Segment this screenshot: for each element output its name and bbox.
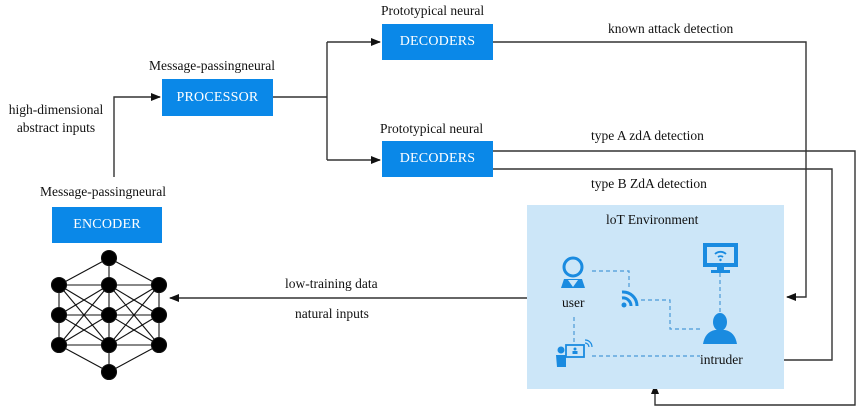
user-label: user xyxy=(562,295,585,310)
intruder-icon xyxy=(703,313,737,344)
processor-caption: Message-passingneural xyxy=(149,58,275,73)
decoder-bottom-box: DECODERS xyxy=(382,141,493,177)
label-known-attack: known attack detection xyxy=(608,21,734,36)
network-edge xyxy=(108,344,160,373)
encoder-caption: Message-passingneural xyxy=(40,184,166,199)
network-edge xyxy=(108,284,160,316)
network-node xyxy=(100,249,118,267)
decoder-top-box: DECODERS xyxy=(382,24,493,60)
network-node xyxy=(150,306,168,324)
iot-title: loT Environment xyxy=(606,212,699,227)
monitor-wifi-icon xyxy=(703,243,738,273)
network-edge xyxy=(58,284,110,346)
network-node xyxy=(100,363,118,381)
network-edge xyxy=(58,284,110,316)
processor-box: PROCESSOR xyxy=(162,79,273,116)
network-node xyxy=(100,306,118,324)
network-edge xyxy=(58,257,110,286)
label-type-b: type B ZdA detection xyxy=(591,176,707,191)
link-user-wifi xyxy=(592,270,630,290)
iot-environment-panel xyxy=(527,205,784,389)
intruder-label: intruder xyxy=(700,352,743,367)
person-device-icon xyxy=(556,339,593,367)
network-node xyxy=(150,276,168,294)
decoder-top-caption: Prototypical neural xyxy=(381,3,485,18)
network-node xyxy=(50,336,68,354)
network-edge xyxy=(108,257,160,286)
link-wifi-intruder xyxy=(641,299,703,330)
label-low-training: low-training data xyxy=(285,276,378,291)
network-edge xyxy=(58,314,110,346)
arrow-type-a xyxy=(493,150,856,406)
network-edge xyxy=(58,344,110,373)
encoder-box: ENCODER xyxy=(52,207,162,243)
decoder-bottom-caption: Prototypical neural xyxy=(380,121,484,136)
network-node xyxy=(50,276,68,294)
network-node xyxy=(50,306,68,324)
network-node xyxy=(150,336,168,354)
neural-network-graph xyxy=(50,249,168,381)
label-type-a: type A zdA detection xyxy=(591,128,704,143)
network-node xyxy=(100,276,118,294)
user-icon xyxy=(561,256,585,288)
network-edge xyxy=(108,314,160,346)
network-node xyxy=(100,336,118,354)
arrow-type-b xyxy=(493,168,833,364)
label-high-dimensional: high-dimensional xyxy=(8,102,104,117)
network-edge xyxy=(108,284,160,346)
label-abstract-inputs: abstract inputs xyxy=(16,120,96,135)
arrow-encoder-to-processor xyxy=(113,93,161,177)
wifi-icon xyxy=(621,290,639,308)
label-natural-inputs: natural inputs xyxy=(295,306,369,321)
